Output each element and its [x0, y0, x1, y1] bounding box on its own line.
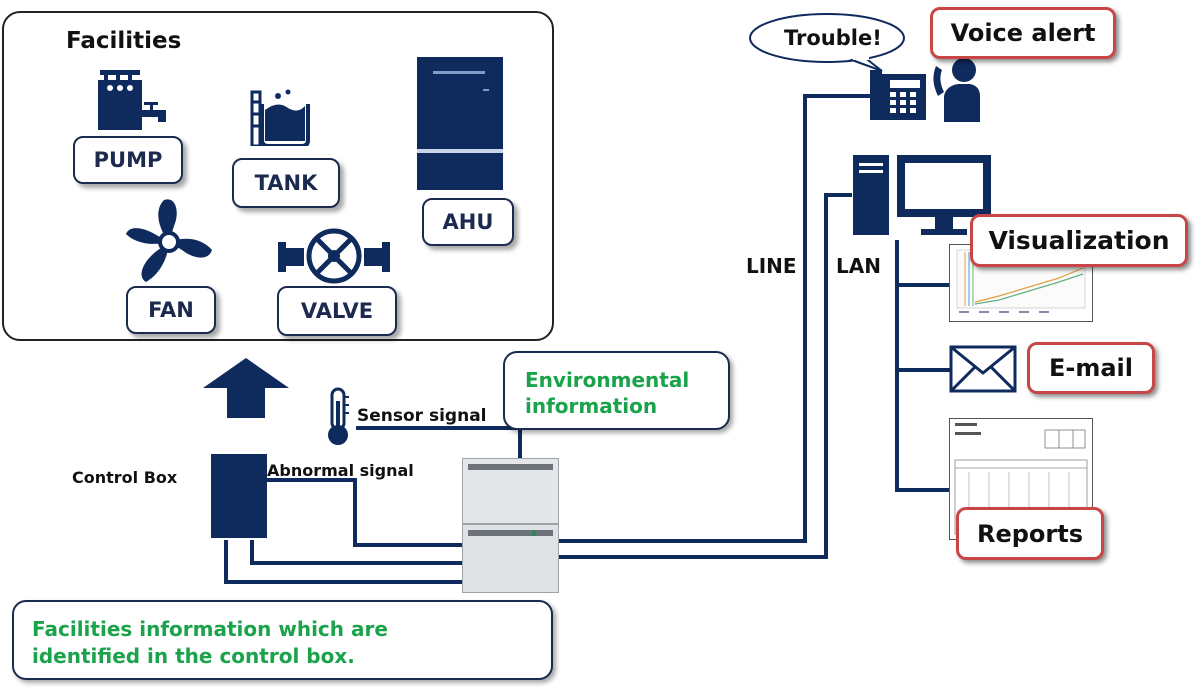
email-label: E-mail — [1027, 342, 1155, 394]
control-box — [211, 454, 267, 538]
telephone-icon — [870, 58, 980, 122]
line-label: LINE — [746, 254, 797, 278]
visualization-label: Visualization — [970, 214, 1188, 267]
valve-label: VALVE — [277, 286, 397, 336]
up-arrow-icon — [203, 358, 289, 418]
valve-icon — [278, 228, 390, 284]
thermometer-icon — [328, 387, 349, 445]
facilities-info-box: Facilities information which are identif… — [12, 600, 553, 680]
pump-icon — [98, 70, 166, 130]
sensor-signal-label: Sensor signal — [357, 406, 487, 426]
speech-bubble-icon — [749, 13, 905, 72]
facilities-info-line1: Facilities information which are — [32, 617, 388, 641]
tank-label: TANK — [232, 158, 340, 208]
abnormal-signal-label: Abnormal signal — [267, 461, 414, 480]
pump-label: PUMP — [73, 136, 183, 184]
lan-label: LAN — [836, 254, 881, 278]
reports-label: Reports — [956, 507, 1104, 560]
ahu-icon — [417, 57, 503, 190]
facilities-title: Facilities — [66, 28, 182, 54]
monitoring-device — [462, 458, 559, 593]
tank-icon — [250, 89, 310, 146]
ahu-label: AHU — [422, 198, 514, 246]
control-box-label: Control Box — [72, 468, 178, 487]
fan-label: FAN — [126, 286, 216, 334]
computer-icon — [853, 155, 991, 235]
envelope-icon — [949, 345, 1017, 393]
environmental-info-box: Environmental information — [503, 351, 730, 430]
environmental-info-line1: Environmental — [525, 368, 690, 392]
fan-icon — [126, 199, 212, 282]
environmental-info-line2: information — [525, 394, 658, 418]
trouble-text: Trouble! — [784, 26, 882, 50]
facilities-info-line2: identified in the control box. — [32, 644, 355, 668]
voice-alert-label: Voice alert — [930, 7, 1116, 59]
